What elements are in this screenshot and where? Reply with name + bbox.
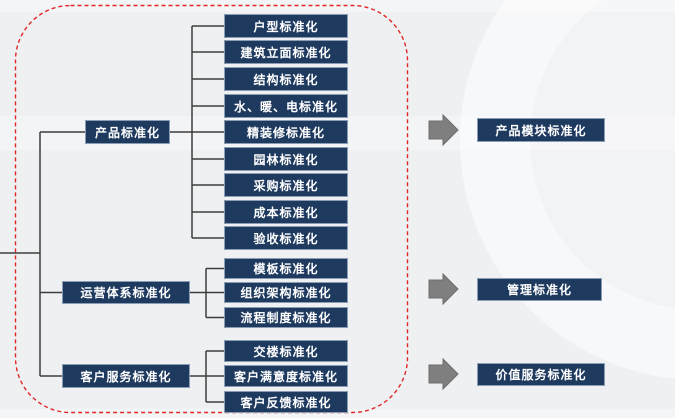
- result-node-product-module: 产品模块标准化: [477, 118, 605, 142]
- connector-lines: [0, 25, 224, 403]
- arrow-right-icon: [428, 357, 459, 391]
- child-node: 流程制度标准化: [224, 307, 348, 328]
- child-node: 园林标准化: [224, 147, 348, 171]
- child-node: 户型标准化: [224, 14, 348, 38]
- child-node: 精装修标准化: [224, 120, 348, 144]
- child-node: 建筑立面标准化: [224, 40, 348, 64]
- parent-node-customer-service: 客户服务标准化: [62, 364, 190, 388]
- result-node-value-service: 价值服务标准化: [477, 363, 605, 386]
- result-node-management: 管理标准化: [477, 278, 602, 301]
- child-node: 验收标准化: [224, 226, 348, 250]
- child-node: 结构标准化: [224, 67, 348, 91]
- parent-node-operations: 运营体系标准化: [62, 281, 190, 304]
- child-node: 模板标准化: [224, 258, 348, 279]
- child-node: 采购标准化: [224, 173, 348, 197]
- child-node: 交楼标准化: [224, 340, 348, 362]
- dashed-outline: [14, 4, 409, 414]
- child-node: 水、暖、电标准化: [224, 94, 348, 118]
- child-node: 组织架构标准化: [224, 282, 348, 303]
- child-node: 客户满意度标准化: [224, 365, 348, 387]
- arrow-right-icon: [428, 113, 459, 147]
- child-node: 成本标准化: [224, 200, 348, 224]
- child-node: 客户反馈标准化: [224, 391, 348, 413]
- arrow-right-icon: [428, 272, 459, 306]
- parent-node-product: 产品标准化: [85, 120, 170, 144]
